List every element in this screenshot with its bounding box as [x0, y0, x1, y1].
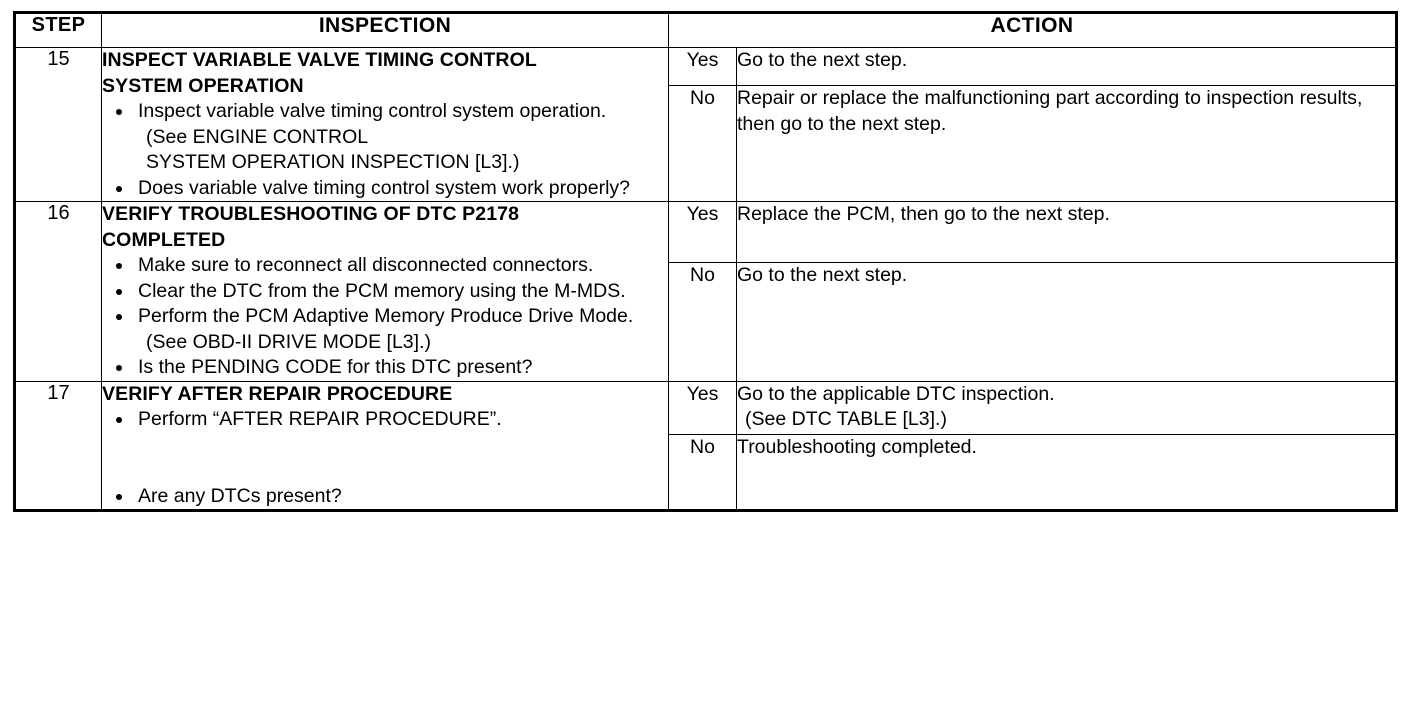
list-item: Perform “AFTER REPAIR PROCEDURE”. [102, 407, 668, 433]
result-label-yes: Yes [668, 47, 737, 86]
bullet-text: Perform “AFTER REPAIR PROCEDURE”. [138, 408, 502, 430]
header-step: STEP [14, 12, 102, 48]
action-line: Go to the next step. [737, 49, 908, 71]
inspection-title-line1: VERIFY AFTER REPAIR PROCEDURE [102, 382, 453, 405]
table-row: 15 INSPECT VARIABLE VALVE TIMING CONTROL… [14, 47, 1397, 202]
bullet-subline: (See ENGINE CONTROL [146, 125, 369, 148]
table-header: STEP INSPECTION ACTION [14, 12, 1397, 48]
inspection-title-line1: INSPECT VARIABLE VALVE TIMING CONTROL [102, 49, 537, 71]
table-row: No Troubleshooting completed. [15, 433, 1397, 511]
bullet-subline: SYSTEM OPERATION INSPECTION [L3].) [146, 151, 520, 173]
inspection-title-line2: COMPLETED [102, 228, 226, 251]
list-item: Perform the PCM Adaptive Memory Produce … [102, 304, 668, 355]
action-content: Go to the next step. [736, 262, 1397, 382]
table-row: No Repair or replace the malfunctioning … [15, 85, 1397, 202]
bullet-text: Does variable valve timing control syste… [138, 176, 631, 199]
bullet-subline: (See OBD-II DRIVE MODE [L3].) [146, 330, 431, 353]
header-action: ACTION [668, 12, 1397, 48]
list-item: Clear the DTC from the PCM memory using … [102, 279, 668, 305]
action-line: Repair or replace the malfunctioning par… [737, 87, 1363, 135]
inspection-content: VERIFY TROUBLESHOOTING OF DTC P2178 COMP… [101, 201, 669, 382]
step-number: 15 [14, 47, 102, 202]
action-content: Go to the applicable DTC inspection. (Se… [736, 380, 1397, 435]
result-label-no: No [668, 433, 737, 511]
inspection-title-line1: VERIFY TROUBLESHOOTING OF DTC P2178 [102, 203, 520, 225]
list-item: Make sure to reconnect all disconnected … [102, 253, 668, 279]
header-inspection: INSPECTION [101, 12, 669, 48]
spacer-line [102, 433, 668, 484]
bullet-text: Inspect variable valve timing control sy… [138, 100, 607, 122]
action-line: Go to the next step. [737, 264, 908, 286]
bullet-text: Make sure to reconnect all disconnected … [138, 254, 594, 276]
step-number: 16 [14, 201, 102, 382]
action-content: Replace the PCM, then go to the next ste… [736, 201, 1397, 263]
list-item: Inspect variable valve timing control sy… [102, 99, 668, 176]
table-row: No Go to the next step. [15, 262, 1397, 382]
step-number: 17 [14, 380, 102, 511]
action-line: Replace the PCM, then go to the next ste… [737, 203, 1110, 225]
action-line: Troubleshooting completed. [737, 435, 977, 458]
inspection-bullet-list: Inspect variable valve timing control sy… [102, 99, 668, 201]
bullet-text: Are any DTCs present? [138, 484, 342, 507]
result-label-yes: Yes [668, 201, 737, 263]
bullet-text: Is the PENDING CODE for this DTC present… [138, 356, 533, 378]
vertical-gap [138, 433, 668, 484]
table-body: 15 INSPECT VARIABLE VALVE TIMING CONTROL… [14, 47, 1397, 511]
bullet-text: Clear the DTC from the PCM memory using … [138, 279, 626, 302]
list-item: Are any DTCs present? [102, 484, 668, 510]
result-label-yes: Yes [668, 380, 737, 435]
header-row: STEP INSPECTION ACTION [14, 12, 1397, 48]
bullet-text: Perform the PCM Adaptive Memory Produce … [138, 305, 634, 327]
inspection-content: INSPECT VARIABLE VALVE TIMING CONTROL SY… [101, 47, 669, 202]
action-content: Go to the next step. [736, 47, 1397, 86]
inspection-content: VERIFY AFTER REPAIR PROCEDURE Perform “A… [101, 380, 669, 511]
action-line: Go to the applicable DTC inspection. [737, 382, 1055, 405]
inspection-bullet-list: Perform “AFTER REPAIR PROCEDURE”. Are an… [102, 407, 668, 509]
result-label-no: No [668, 262, 737, 382]
list-item: Is the PENDING CODE for this DTC present… [102, 355, 668, 381]
list-item: Does variable valve timing control syste… [102, 176, 668, 202]
troubleshooting-table: STEP INSPECTION ACTION 15 INSPECT VARIAB… [13, 11, 1398, 512]
inspection-bullet-list: Make sure to reconnect all disconnected … [102, 253, 668, 381]
inspection-title-line2: SYSTEM OPERATION [102, 74, 304, 97]
table-row: 17 VERIFY AFTER REPAIR PROCEDURE Perform… [14, 380, 1397, 511]
action-content: Repair or replace the malfunctioning par… [736, 85, 1397, 202]
result-label-no: No [668, 85, 737, 202]
action-content: Troubleshooting completed. [736, 433, 1397, 511]
action-line: (See DTC TABLE [L3].) [745, 408, 947, 430]
table-row: 16 VERIFY TROUBLESHOOTING OF DTC P2178 C… [14, 201, 1397, 382]
